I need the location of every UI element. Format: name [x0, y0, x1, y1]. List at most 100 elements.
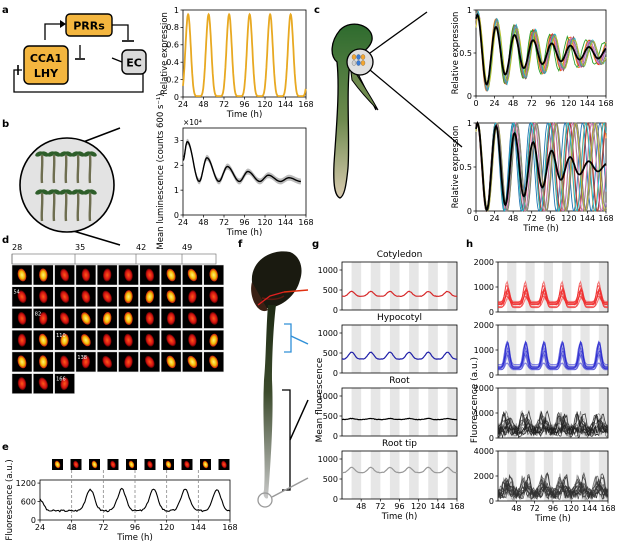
e-fluorescence-xtick-label: 48 — [67, 523, 77, 532]
frame-time-label-54: 54 — [14, 290, 20, 296]
h-cotyledon-night-band — [525, 262, 535, 312]
h-roottip-ytick-label: 0 — [489, 497, 494, 506]
h-root-night-band — [507, 388, 517, 438]
cell-nucleus — [166, 355, 176, 369]
luminescence-line — [182, 140, 301, 183]
h-roottip-ytick-label: 2000 — [474, 472, 494, 481]
g-root-night-band — [409, 388, 419, 436]
g-roottip-title: Root tip — [382, 439, 417, 449]
seedling-stem — [52, 154, 56, 184]
seedling-stem — [40, 192, 44, 222]
c-bottom-desync-xtick-label: 120 — [561, 214, 576, 223]
g-root-night-band — [370, 388, 381, 436]
cell-thumbnail-row — [52, 459, 230, 470]
seedling-stem — [76, 154, 80, 184]
a-expression-ytick-label: 0.6 — [166, 41, 179, 50]
e-fluorescence-ytick-label: 0 — [31, 516, 36, 525]
g-roottip-ytick-label: 1000 — [318, 455, 338, 464]
frame-time-label-110: 110 — [56, 333, 66, 339]
seedling-stem — [76, 192, 80, 222]
g-hypocotyl-ytick-label: 1000 — [318, 329, 338, 338]
a-expression-xlabel: Time (h) — [226, 110, 263, 120]
cell-nucleus — [39, 311, 48, 325]
prr-gene-label: PRRs — [73, 20, 105, 33]
e-fluorescence-xtick-label: 144 — [191, 523, 206, 532]
seedling-cotyledon — [65, 189, 73, 195]
thumbnail-cell — [91, 460, 98, 469]
cell-nucleus — [145, 333, 155, 347]
g-roottip-line — [341, 466, 458, 474]
c-top-damped-ytick-label: 0.5 — [459, 49, 472, 58]
cell-nucleus — [17, 377, 27, 391]
cell-nucleus — [209, 268, 218, 282]
damped-mean-line — [475, 13, 607, 86]
c-bottom-desync-ylabel: Relative expression — [451, 126, 461, 209]
cell-nucleus — [166, 311, 176, 325]
seedling-plate-illustration — [19, 127, 121, 246]
c-top-damped-xtick-label: 96 — [545, 99, 555, 108]
h-roottip-xtick-label: 48 — [511, 504, 521, 513]
frame-time-label-138: 138 — [77, 355, 87, 361]
e-fluorescence-ytick-label: 600 — [21, 497, 36, 506]
h-hypocotyl-trace — [498, 343, 608, 369]
h-roottip-ytick-label: 4000 — [474, 447, 494, 456]
e-fluorescence-xlabel: Time (h) — [116, 533, 153, 542]
h-roottip-night-band — [525, 451, 535, 501]
cell-nucleus — [188, 290, 197, 304]
g-root-night-band — [447, 388, 457, 436]
h-cotyledon-trace — [498, 289, 608, 309]
a-expression-xtick-label: 96 — [239, 100, 249, 109]
g-root-night-band — [389, 388, 400, 436]
h-roottip-night-band — [507, 451, 517, 501]
thumbnail-cell — [110, 460, 116, 469]
cell-nucleus — [144, 355, 155, 368]
seedling-cotyledon — [53, 189, 61, 195]
g-roottip-xtick-label: 168 — [449, 502, 464, 511]
frame-time-label-166: 166 — [56, 377, 66, 383]
cell-montage: 54 82 110 138 166 — [11, 253, 224, 394]
frame-time-label-82: 82 — [35, 311, 41, 317]
seedling-stem — [52, 192, 56, 222]
a-expression-ytick-label: 0.2 — [166, 75, 179, 84]
g-hypocotyl-axes-frame — [341, 324, 458, 374]
panel-letter-e: e — [2, 442, 9, 453]
time-marker-42: 42 — [136, 243, 146, 252]
seedling-stem — [88, 192, 92, 222]
cell-nucleus — [102, 311, 112, 325]
h-hypocotyl-night-band — [525, 325, 535, 375]
cell-nucleus — [39, 355, 48, 369]
g-hypocotyl-night-band — [351, 325, 362, 373]
h-cotyledon-trace — [498, 293, 608, 302]
c-bottom-desync-xtick-label: 48 — [508, 214, 518, 223]
h-hypocotyl-trace — [498, 362, 608, 371]
g-root-night-band — [428, 388, 438, 436]
c-bottom-desync-xtick-label: 72 — [527, 214, 537, 223]
a-expression-xtick-label: 24 — [178, 100, 188, 109]
h-cotyledon-night-band — [580, 262, 590, 312]
e-fluorescence-ylabel: Fluorescence (a.u.) — [5, 459, 15, 540]
ec-complex-box — [121, 49, 147, 75]
h-cotyledon-trace — [498, 290, 608, 303]
g-roottip-xtick-label: 120 — [411, 502, 426, 511]
h-roottip-xtick-label: 120 — [564, 504, 579, 513]
h-hypocotyl-trace — [498, 340, 608, 368]
seedling-cotyledon — [77, 189, 85, 195]
ec-complex-label: EC — [126, 57, 142, 70]
cell-nucleus — [187, 355, 198, 368]
b-luminescence-xtick-label: 24 — [178, 218, 188, 227]
h-hypocotyl-trace — [498, 348, 608, 367]
seedling-cotyledon — [83, 151, 91, 157]
e-fluorescence-xtick-label: 96 — [130, 523, 140, 532]
cell-nucleus — [60, 290, 70, 303]
damped-trace — [475, 14, 607, 88]
h-hypocotyl-night-band — [562, 325, 572, 375]
cell-nucleus — [102, 290, 112, 303]
cell-nucleus — [60, 377, 69, 391]
b-luminescence-xtick-label: 96 — [239, 218, 249, 227]
seedling-cotyledon — [59, 151, 67, 157]
